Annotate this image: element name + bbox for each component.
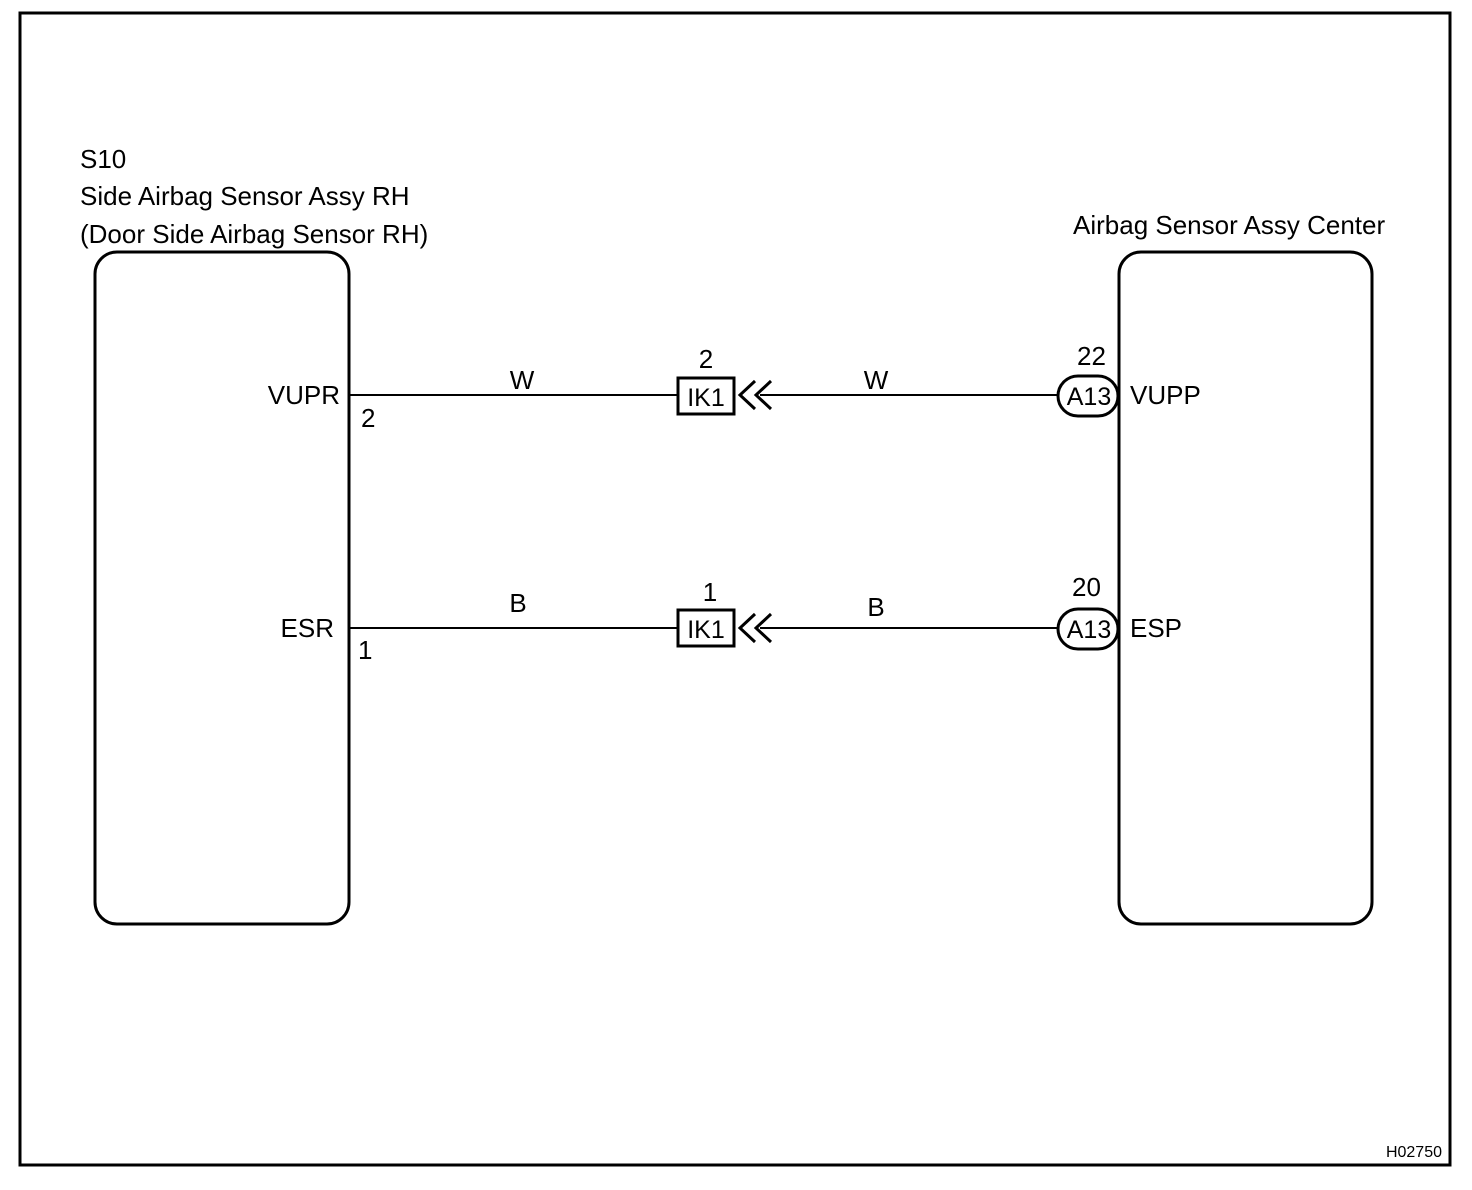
left-terminal-vupr: VUPR: [268, 380, 340, 410]
junction-pin-number: 2: [699, 344, 713, 374]
right-component-name: Airbag Sensor Assy Center: [1073, 210, 1385, 240]
wire-esr-esp: B B 1 IK1 A13: [350, 577, 1120, 651]
wire-vupr-vupp: W W 2 IK1 A13: [350, 344, 1120, 418]
junction-connector-box: [676, 608, 736, 648]
component-connector-oval: [1056, 374, 1120, 418]
junction-connector-label: IK1: [687, 384, 725, 412]
left-component-code: S10: [80, 144, 126, 174]
wire-color-left: B: [509, 588, 526, 618]
left-terminal-esr: ESR: [281, 613, 334, 643]
left-component-alt-name: (Door Side Airbag Sensor RH): [80, 219, 428, 249]
connector-chevron-icon: [737, 612, 773, 644]
right-terminal-vupp: VUPP: [1130, 380, 1201, 410]
left-component: S10 Side Airbag Sensor Assy RH (Door Sid…: [80, 144, 428, 926]
junction-connector-label: IK1: [687, 616, 725, 644]
left-component-name: Side Airbag Sensor Assy RH: [80, 181, 410, 211]
diagram-frame: [18, 11, 1452, 1167]
component-connector-label: A13: [1067, 383, 1111, 411]
junction-connector-box: [676, 376, 736, 416]
left-pin-1: 1: [358, 635, 372, 665]
connector-chevron-icon: [737, 379, 773, 411]
wire-color-right: W: [864, 365, 889, 395]
wire-color-left: W: [510, 365, 535, 395]
right-component: Airbag Sensor Assy Center VUPP 22 ESP 20: [1072, 210, 1385, 926]
figure-code: H02750: [1386, 1144, 1442, 1161]
right-pin-22: 22: [1077, 341, 1106, 371]
left-pin-2: 2: [361, 403, 375, 433]
right-component-box: [1117, 250, 1374, 926]
component-connector-label: A13: [1067, 616, 1111, 644]
wire-color-right: B: [867, 592, 884, 622]
junction-pin-number: 1: [703, 577, 717, 607]
right-terminal-esp: ESP: [1130, 613, 1182, 643]
component-connector-oval: [1056, 607, 1120, 651]
right-pin-20: 20: [1072, 572, 1101, 602]
left-component-box: [93, 250, 351, 926]
